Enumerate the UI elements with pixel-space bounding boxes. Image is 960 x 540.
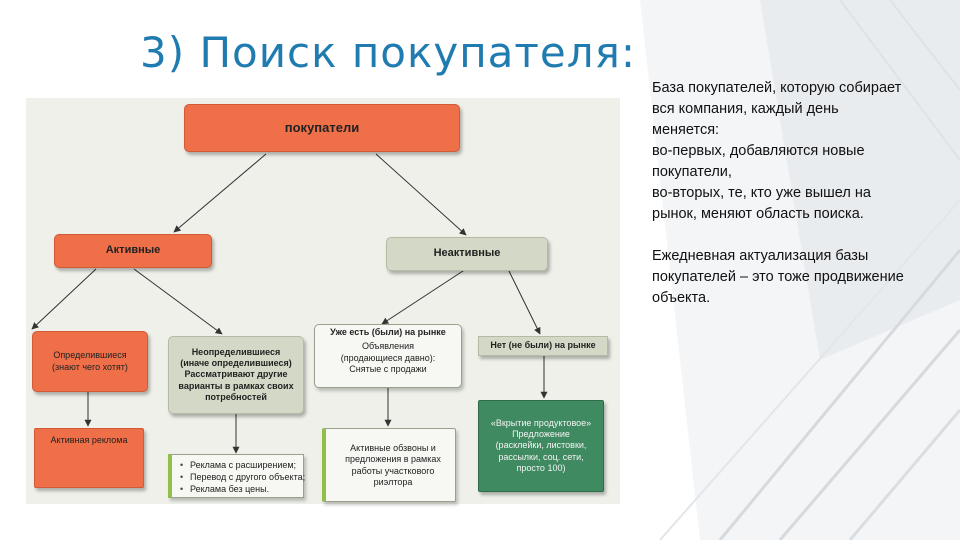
buyers-node: покупатели: [184, 104, 460, 152]
inactive-buyers-node: Неактивные: [386, 237, 548, 271]
not-on-market-node: Нет (не были) на рынке: [478, 336, 608, 356]
already-on-market-detail: Объявления (продающиеся давно): Снятые с…: [340, 341, 436, 374]
market-actions-node: Активные обзвоны и предложения в рамках …: [322, 428, 456, 502]
sidebar-text: База покупателей, которую собирает вся к…: [652, 78, 952, 309]
sidebar-paragraph-2: Ежедневная актуализация базы покупателей…: [652, 248, 904, 306]
undefined-buyers-node: Неопределившиеся (иначе определившиеся) …: [168, 336, 304, 414]
buyer-search-diagram: покупатели Активные Неактивные Определив…: [26, 98, 620, 504]
already-on-market-label: Уже есть (были) на рынке: [330, 327, 446, 337]
already-on-market-node: Уже есть (были) на рынке Объявления (про…: [314, 324, 462, 388]
sidebar-paragraph-1: База покупателей, которую собирает вся к…: [652, 80, 902, 222]
active-buyers-node: Активные: [54, 234, 212, 268]
list-item: Перевод с другого объекта;: [180, 471, 305, 483]
list-item: Реклама без цены.: [180, 483, 297, 495]
not-on-market-actions-node: «Вкрытие продуктовое» Предложение (раскл…: [478, 400, 604, 492]
defined-buyers-node: Определившиеся (знают чего хотят): [32, 331, 148, 392]
undefined-actions-list: Реклама с расширением; Перевод с другого…: [168, 454, 305, 498]
active-ads-node: Активная реклома: [34, 428, 144, 488]
slide-title: 3) Поиск покупателя:: [140, 28, 636, 77]
list-item: Реклама с расширением;: [180, 459, 297, 471]
market-actions-text: Активные обзвоны и предложения в рамках …: [345, 443, 441, 487]
diagram-connectors: [31, 153, 548, 454]
